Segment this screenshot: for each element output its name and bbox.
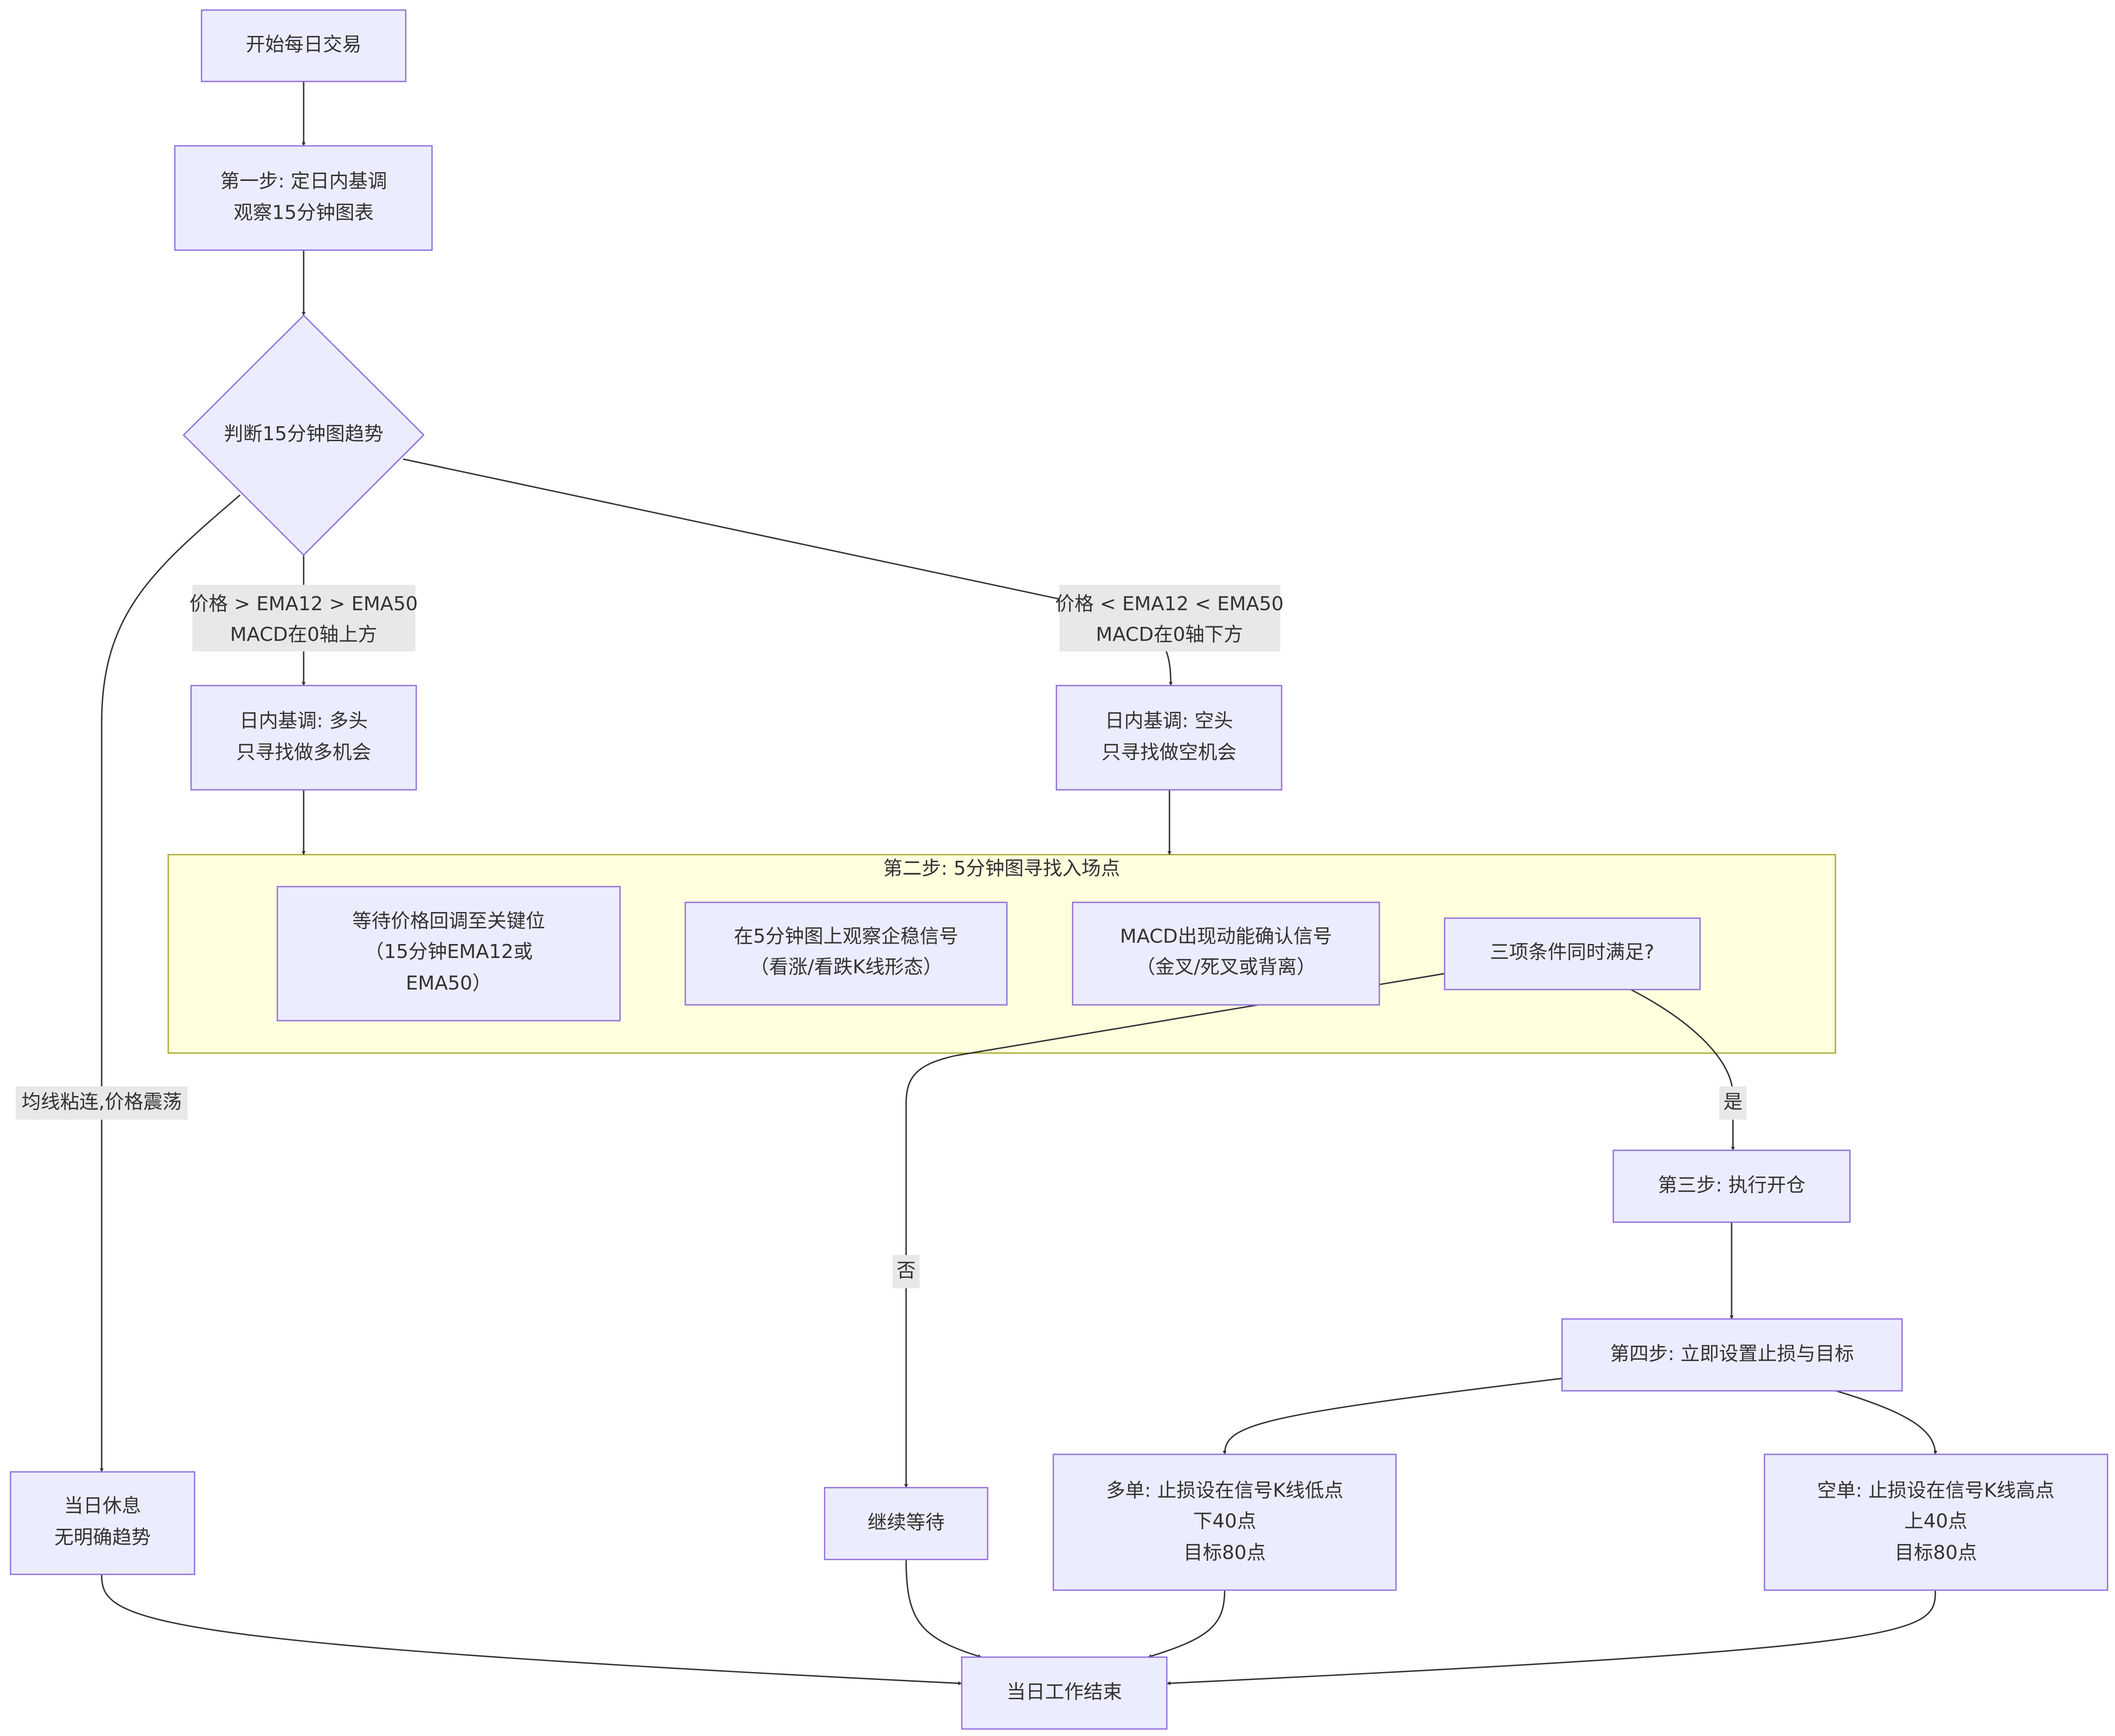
node-short[interactable]: 空单: 止损设在信号K线高点 上40点 目标80点 (1764, 1453, 2108, 1591)
edge-decision-rest (99, 494, 241, 1472)
svg-text:上40点: 上40点 (1904, 1510, 1967, 1532)
edges (99, 81, 1938, 1686)
svg-text:MACD在0轴下方: MACD在0轴下方 (1096, 623, 1243, 646)
edge-decision-bear (403, 458, 1173, 686)
svg-text:目标80点: 目标80点 (1183, 1542, 1266, 1564)
node-end[interactable]: 当日工作结束 (961, 1656, 1168, 1730)
node-rest[interactable]: 当日休息 无明确趋势 (10, 1471, 195, 1575)
edge-rest-end (101, 1574, 962, 1686)
edge-label-no: 否 (893, 1255, 920, 1288)
svg-text:MACD出现动能确认信号: MACD出现动能确认信号 (1120, 925, 1332, 948)
svg-text:日内基调: 多头: 日内基调: 多头 (240, 710, 368, 732)
edge-short-end (1166, 1590, 1936, 1686)
svg-text:目标80点: 目标80点 (1895, 1542, 1977, 1564)
svg-text:当日休息: 当日休息 (64, 1495, 141, 1517)
svg-text:等待价格回调至关键位: 等待价格回调至关键位 (352, 910, 545, 932)
svg-text:开始每日交易: 开始每日交易 (246, 33, 361, 56)
node-step1[interactable]: 第一步: 定日内基调 观察15分钟图表 (174, 145, 433, 251)
svg-text:（看涨/看跌K线形态）: （看涨/看跌K线形态） (750, 956, 942, 978)
svg-text:均线粘连,价格震荡: 均线粘连,价格震荡 (21, 1091, 182, 1113)
svg-text:（金叉/死叉或背离）: （金叉/死叉或背离） (1136, 956, 1316, 978)
node-step4[interactable]: 第四步: 立即设置止损与目标 (1561, 1318, 1903, 1392)
edge-label-range-cond: 均线粘连,价格震荡 (16, 1086, 188, 1120)
svg-text:当日工作结束: 当日工作结束 (1006, 1681, 1122, 1703)
node-stabilize[interactable]: 在5分钟图上观察企稳信号 （看涨/看跌K线形态） (684, 902, 1008, 1006)
node-decision[interactable]: 判断15分钟图趋势 (182, 314, 425, 556)
svg-text:第一步: 定日内基调: 第一步: 定日内基调 (220, 170, 387, 192)
edge-label-bull-cond: 价格 > EMA12 > EMA50 MACD在0轴上方 (189, 585, 418, 651)
svg-text:是: 是 (1723, 1091, 1743, 1113)
svg-text:第四步: 立即设置止损与目标: 第四步: 立即设置止损与目标 (1610, 1343, 1854, 1365)
svg-text:继续等待: 继续等待 (868, 1511, 945, 1534)
svg-text:第三步: 执行开仓: 第三步: 执行开仓 (1658, 1174, 1806, 1196)
svg-text:判断15分钟图趋势: 判断15分钟图趋势 (224, 423, 383, 445)
node-macd[interactable]: MACD出现动能确认信号 （金叉/死叉或背离） (1072, 902, 1380, 1006)
svg-text:MACD在0轴上方: MACD在0轴上方 (230, 623, 377, 646)
edge-label-bear-cond: 价格 < EMA12 < EMA50 MACD在0轴下方 (1055, 585, 1284, 651)
node-long[interactable]: 多单: 止损设在信号K线低点 下40点 目标80点 (1052, 1453, 1397, 1591)
edge-step4-long (1222, 1377, 1565, 1455)
edge-check-no (904, 972, 1446, 1488)
edge-long-end (1148, 1590, 1226, 1658)
svg-text:（15分钟EMA12或: （15分钟EMA12或 (365, 940, 533, 963)
edge-check-yes (1630, 988, 1735, 1151)
node-start[interactable]: 开始每日交易 (201, 9, 407, 82)
svg-text:在5分钟图上观察企稳信号: 在5分钟图上观察企稳信号 (734, 925, 958, 948)
node-step3[interactable]: 第三步: 执行开仓 (1612, 1149, 1851, 1223)
svg-text:EMA50）: EMA50） (406, 972, 492, 994)
node-bull[interactable]: 日内基调: 多头 只寻找做多机会 (190, 685, 417, 791)
edge-wait-end (905, 1559, 982, 1658)
svg-text:多单: 止损设在信号K线低点: 多单: 止损设在信号K线低点 (1106, 1479, 1343, 1502)
svg-text:价格 > EMA12 > EMA50: 价格 > EMA12 > EMA50 (189, 593, 418, 615)
svg-text:日内基调: 空头: 日内基调: 空头 (1105, 710, 1233, 732)
svg-text:无明确趋势: 无明确趋势 (54, 1526, 151, 1549)
svg-text:下40点: 下40点 (1193, 1510, 1256, 1532)
edge-step4-short (1835, 1390, 1938, 1455)
svg-text:否: 否 (896, 1259, 916, 1282)
svg-text:只寻找做空机会: 只寻找做空机会 (1102, 741, 1236, 764)
svg-text:空单: 止损设在信号K线高点: 空单: 止损设在信号K线高点 (1817, 1479, 2055, 1502)
node-wait-pullback[interactable]: 等待价格回调至关键位 （15分钟EMA12或 EMA50） (276, 886, 621, 1022)
svg-text:价格 < EMA12 < EMA50: 价格 < EMA12 < EMA50 (1055, 593, 1283, 615)
node-keep-wait[interactable]: 继续等待 (824, 1487, 988, 1560)
node-bear[interactable]: 日内基调: 空头 只寻找做空机会 (1056, 685, 1282, 791)
svg-text:三项条件同时满足?: 三项条件同时满足? (1490, 941, 1654, 963)
cluster-title: 第二步: 5分钟图寻找入场点 (883, 857, 1120, 880)
svg-text:只寻找做多机会: 只寻找做多机会 (236, 741, 371, 764)
node-check[interactable]: 三项条件同时满足? (1444, 917, 1701, 990)
svg-text:观察15分钟图表: 观察15分钟图表 (234, 202, 374, 224)
edge-label-yes: 是 (1719, 1086, 1747, 1120)
